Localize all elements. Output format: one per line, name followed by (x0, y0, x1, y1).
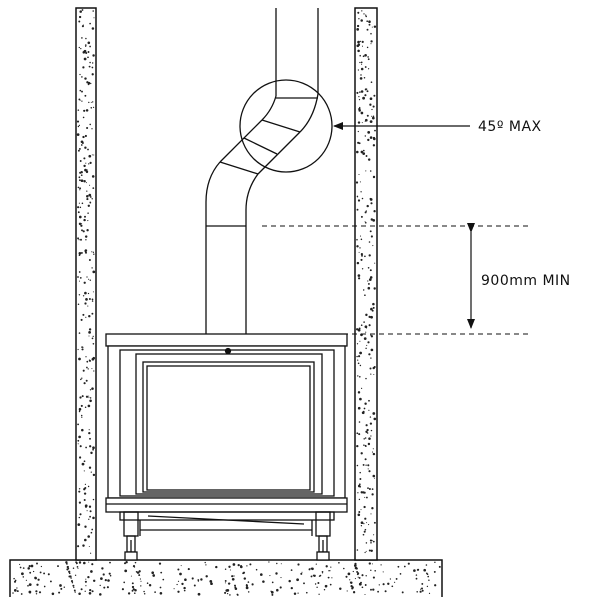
clearance-min-label: 900mm MIN (481, 273, 571, 289)
bend-callout: 45º MAX (239, 79, 542, 173)
floor-speckle-texture (12, 561, 441, 596)
left-wall-speckle-texture (76, 9, 96, 554)
flue-pipe (205, 8, 319, 334)
right-wall (354, 7, 378, 561)
floor-hearth (9, 559, 443, 597)
angle-max-label: 45º MAX (478, 119, 542, 135)
left-wall (75, 7, 97, 561)
door-latch-icon (224, 347, 232, 355)
right-wall-speckle-texture (355, 10, 377, 554)
stove (105, 333, 348, 561)
clearance-dimension: 900mm MIN (262, 223, 571, 335)
